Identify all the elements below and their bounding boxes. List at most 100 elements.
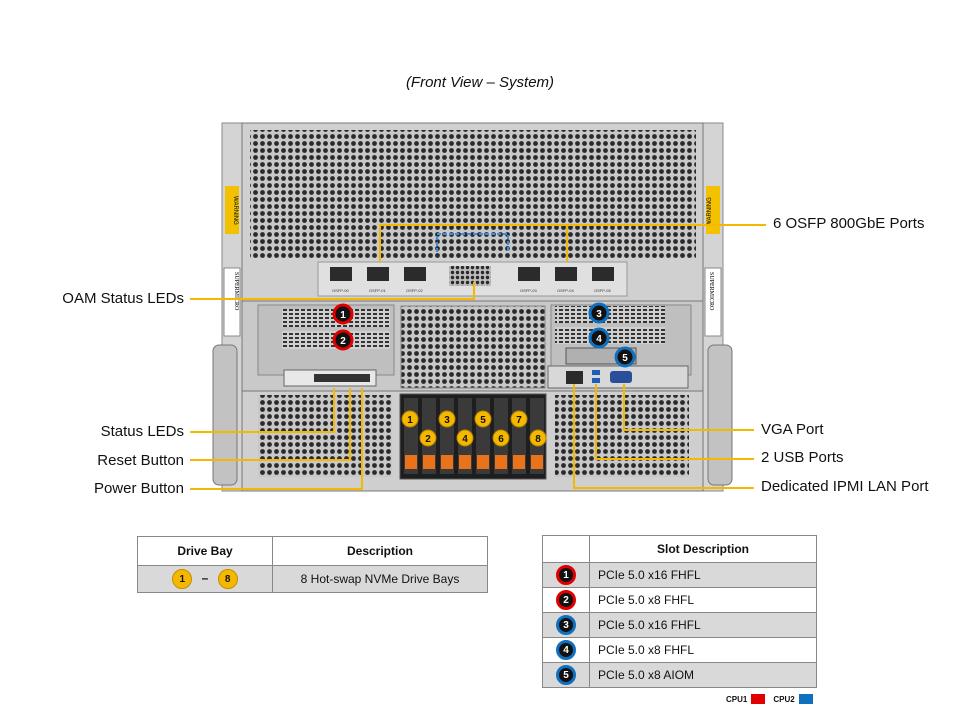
slot-badge-2: 2 (332, 329, 354, 351)
slot-row-desc: PCIe 5.0 x8 FHFL (589, 637, 817, 663)
gpu-link-outline (436, 233, 509, 252)
table-row: 5 PCIe 5.0 x8 AIOM (542, 662, 817, 688)
osfp-port (518, 267, 540, 281)
slot-num-header (542, 535, 590, 563)
slot-row-desc: PCIe 5.0 x16 FHFL (589, 562, 817, 588)
left-handle (212, 344, 238, 486)
svg-text:5: 5 (480, 415, 486, 426)
drive-badge-8: 8 (529, 429, 547, 447)
pcie-slot-4 (555, 327, 665, 344)
slot-description-header: Slot Description (589, 535, 817, 563)
osfp-label: OSFP-05 (594, 288, 611, 293)
drive-badge-7: 7 (510, 410, 528, 428)
legend-cpu2-swatch (798, 694, 813, 704)
osfp-ports (330, 267, 614, 281)
drive-trays (404, 398, 544, 474)
slot-badge-5: 5 (614, 346, 636, 368)
bay-description-cell: 8 Hot-swap NVMe Drive Bays (272, 565, 488, 593)
svg-text:4: 4 (596, 334, 602, 345)
pcie-slot-3 (555, 306, 665, 323)
slot-row-badge: 4 (556, 640, 576, 660)
status-led-strip (314, 374, 370, 382)
drive-badge-2: 2 (419, 429, 437, 447)
callout-power: Power Button (93, 480, 184, 497)
right-warning-text: WARNING (707, 197, 713, 226)
bottom-right-mesh (555, 395, 689, 477)
svg-text:3: 3 (444, 415, 450, 426)
description-header: Description (272, 536, 488, 566)
osfp-port (367, 267, 389, 281)
bay-badge-from: 1 (172, 569, 193, 589)
right-brand-text: SUPERMICRO (708, 272, 714, 311)
server-front-view: WARNING WARNING SUPERMICRO SUPERMICRO OS… (190, 122, 766, 492)
osfp-port (592, 267, 614, 281)
slot-badge-3: 3 (588, 302, 610, 324)
center-mesh (400, 305, 546, 389)
table-row: 3 PCIe 5.0 x16 FHFL (542, 612, 817, 638)
svg-text:6: 6 (498, 434, 504, 445)
slot-badge-1: 1 (332, 303, 354, 325)
table-row: 2 PCIe 5.0 x8 FHFL (542, 587, 817, 613)
right-handle (707, 344, 733, 486)
osfp-port-labels: OSFP-00 OSFP-01 OSFP-02 OSFP-03 OSFP-04 … (332, 288, 611, 293)
osfp-label: OSFP-01 (369, 288, 386, 293)
svg-text:2: 2 (425, 434, 431, 445)
legend-cpu1-swatch (751, 694, 766, 704)
bay-header: Drive Bay (137, 536, 273, 566)
left-warning-label (225, 186, 239, 234)
slot-description-table: Slot Description 1 PCIe 5.0 x16 FHFL 2 P… (542, 535, 817, 688)
bay-badge-to: 8 (217, 569, 238, 589)
drive-badge-6: 6 (492, 429, 510, 447)
slot-row-desc: PCIe 5.0 x16 FHFL (589, 612, 817, 638)
drive-badge-5: 5 (474, 410, 492, 428)
cpu-legend: CPU1 CPU2 (726, 694, 813, 704)
legend-cpu2-label: CPU2 (773, 694, 795, 704)
svg-text:1: 1 (407, 415, 413, 426)
left-warning-text: WARNING (232, 196, 238, 225)
slot-badge-4: 4 (588, 327, 610, 349)
slot-row-desc: PCIe 5.0 x8 FHFL (589, 587, 817, 613)
right-brand-plate (704, 267, 722, 337)
table-row: 1 PCIe 5.0 x16 FHFL (542, 562, 817, 588)
slot-row-desc: PCIe 5.0 x8 AIOM (589, 662, 817, 688)
callout-status-leds: Status LEDs (100, 423, 184, 440)
svg-text:3: 3 (596, 309, 602, 320)
svg-text:4: 4 (462, 434, 468, 445)
right-warning-label (706, 186, 720, 234)
drive-badge-3: 3 (438, 410, 456, 428)
left-brand-text: SUPERMICRO (233, 272, 239, 311)
left-brand-plate (223, 267, 241, 337)
osfp-label: OSFP-00 (332, 288, 349, 293)
drive-bay-table: Drive Bay Description 1 – 8 8 Hot-swap N… (137, 536, 488, 593)
svg-text:5: 5 (622, 353, 628, 364)
callout-usb: 2 USB Ports (761, 449, 844, 466)
osfp-port (330, 267, 352, 281)
osfp-label: OSFP-04 (557, 288, 574, 293)
svg-text:7: 7 (516, 415, 522, 426)
drive-badge-1: 1 (401, 410, 419, 428)
vga-port-shape (610, 371, 632, 383)
callout-ipmi: Dedicated IPMI LAN Port (761, 478, 929, 495)
gpu-tray-mesh (250, 130, 696, 258)
usb-port-shape (592, 378, 600, 383)
slot-row-badge: 3 (556, 615, 576, 635)
slot-row-badge: 2 (556, 590, 576, 610)
osfp-label: OSFP-02 (406, 288, 423, 293)
osfp-port (555, 267, 577, 281)
oam-led-block (449, 266, 491, 286)
svg-text:8: 8 (535, 434, 541, 445)
ipmi-port-shape (566, 371, 583, 384)
osfp-port (404, 267, 426, 281)
callout-oam: OAM Status LEDs (62, 290, 184, 307)
slot-row-badge: 1 (556, 565, 576, 585)
bottom-left-mesh (258, 395, 392, 477)
figure-title: (Front View – System) (405, 74, 555, 91)
drive-badge-4: 4 (456, 429, 474, 447)
callout-osfp: 6 OSFP 800GbE Ports (773, 215, 925, 232)
bay-range-dash: – (201, 570, 209, 585)
legend-cpu1-label: CPU1 (726, 694, 748, 704)
osfp-label: OSFP-03 (520, 288, 537, 293)
slot-row-badge: 5 (556, 665, 576, 685)
callout-lines (190, 224, 766, 490)
usb-port-shape (592, 370, 600, 375)
